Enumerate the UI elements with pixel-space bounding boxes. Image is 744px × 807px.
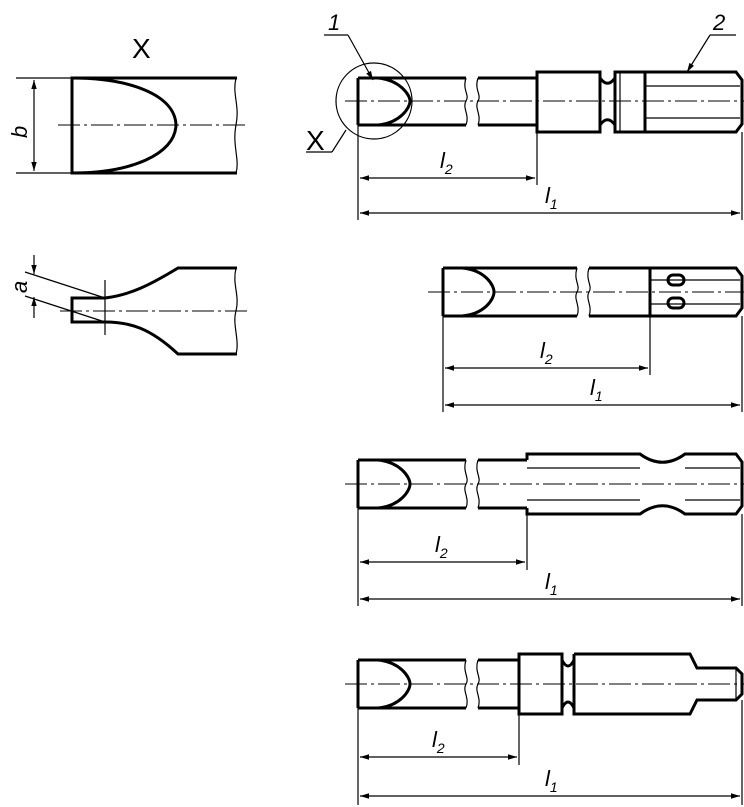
v4-blade-tip <box>377 658 412 710</box>
v2-dim-l2-label: l2 <box>540 338 553 367</box>
v3-shank <box>478 458 527 510</box>
v3-blade-tip <box>377 458 412 510</box>
detail-view-label: X <box>132 33 151 64</box>
v4-dim-l2-label: l2 <box>432 727 445 756</box>
v1-callout-2: 2 <box>712 10 725 35</box>
v1-hex <box>645 70 744 134</box>
bit-view-2: l2 l1 <box>428 266 744 412</box>
v2-detent-2 <box>666 296 686 310</box>
dim-a-extension-bottom <box>24 295 106 323</box>
v1-detail-leader <box>331 129 347 153</box>
side-blade-outline <box>70 266 237 356</box>
bit-view-1: X 1 2 l2 l1 <box>306 10 744 220</box>
v4-drive-end <box>572 652 744 716</box>
v4-shank <box>478 658 519 710</box>
v2-detent-1 <box>666 273 686 287</box>
dim-b-label: b <box>7 126 32 138</box>
v1-shank <box>478 76 537 127</box>
bit-view-3: l2 l1 <box>345 452 744 606</box>
v1-dim-l1-label: l1 <box>545 183 558 212</box>
v1-callout-1-leader <box>347 34 374 81</box>
v1-callout-2-leader <box>686 34 711 73</box>
dim-a-extension-top <box>24 271 106 299</box>
v1-dim-l2-label: l2 <box>440 148 453 177</box>
v1-detail-marker: X <box>306 125 325 156</box>
v4-collar <box>517 652 564 716</box>
v1-blade-tip <box>377 76 412 127</box>
v4-dim-l1-label: l1 <box>545 766 558 795</box>
v1-collar <box>535 70 602 134</box>
detail-x-side-view: a <box>7 255 248 356</box>
v1-callout-1: 1 <box>328 10 340 35</box>
detail-x-top-view: X b <box>7 33 248 175</box>
v3-dim-l2-label: l2 <box>435 532 448 561</box>
bit-view-4: l2 l1 <box>345 652 744 805</box>
v3-dim-l1-label: l1 <box>545 569 558 598</box>
v2-dim-l1-label: l1 <box>590 375 603 404</box>
dim-a-label: a <box>7 281 32 293</box>
v1-detail-circle <box>335 62 413 140</box>
